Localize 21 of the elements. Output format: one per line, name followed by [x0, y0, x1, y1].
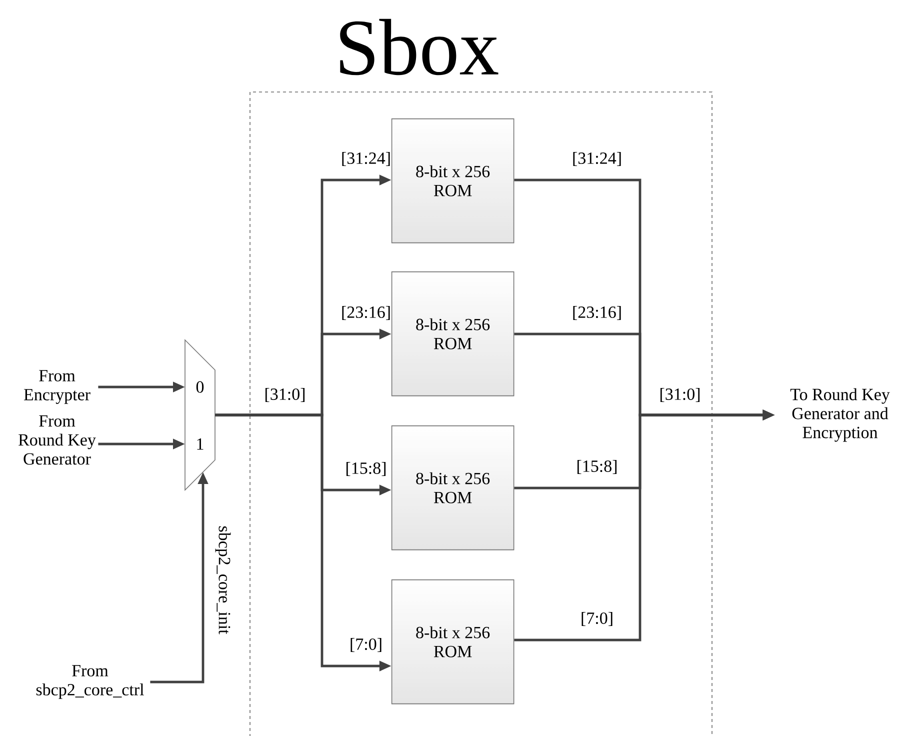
bus-label: [31:0] — [265, 388, 305, 402]
source-label: From sbcp2_core_ctrl — [36, 665, 144, 699]
destination-label: To Round Key Generator and Encryption — [790, 388, 890, 442]
rom-box: 8-bit x 256 ROM — [391, 271, 514, 396]
edge-label: sbcp2_core_init — [215, 526, 231, 634]
edge-label: [15:8] — [578, 460, 617, 474]
title: Sbox — [340, 18, 498, 76]
edge-label: [31:24] — [573, 152, 621, 166]
edge-label: [7:0] — [350, 638, 382, 652]
rom-box: 8-bit x 256 ROM — [391, 425, 514, 550]
edge-label: [7:0] — [582, 612, 612, 626]
rom-box: 8-bit x 256 ROM — [391, 118, 514, 244]
source-label: From Round Key Generator — [18, 415, 96, 465]
bus-label: [31:0] — [660, 388, 700, 402]
edge-label: [23:16] — [342, 306, 390, 320]
edge-label: [23:16] — [573, 306, 621, 320]
edge-label: [15:8] — [346, 462, 386, 476]
rom-box: 8-bit x 256 ROM — [391, 579, 514, 704]
source-label: From Encrypter — [24, 370, 90, 404]
edge-label: [31:24] — [342, 152, 390, 166]
dashed-region — [250, 92, 712, 736]
